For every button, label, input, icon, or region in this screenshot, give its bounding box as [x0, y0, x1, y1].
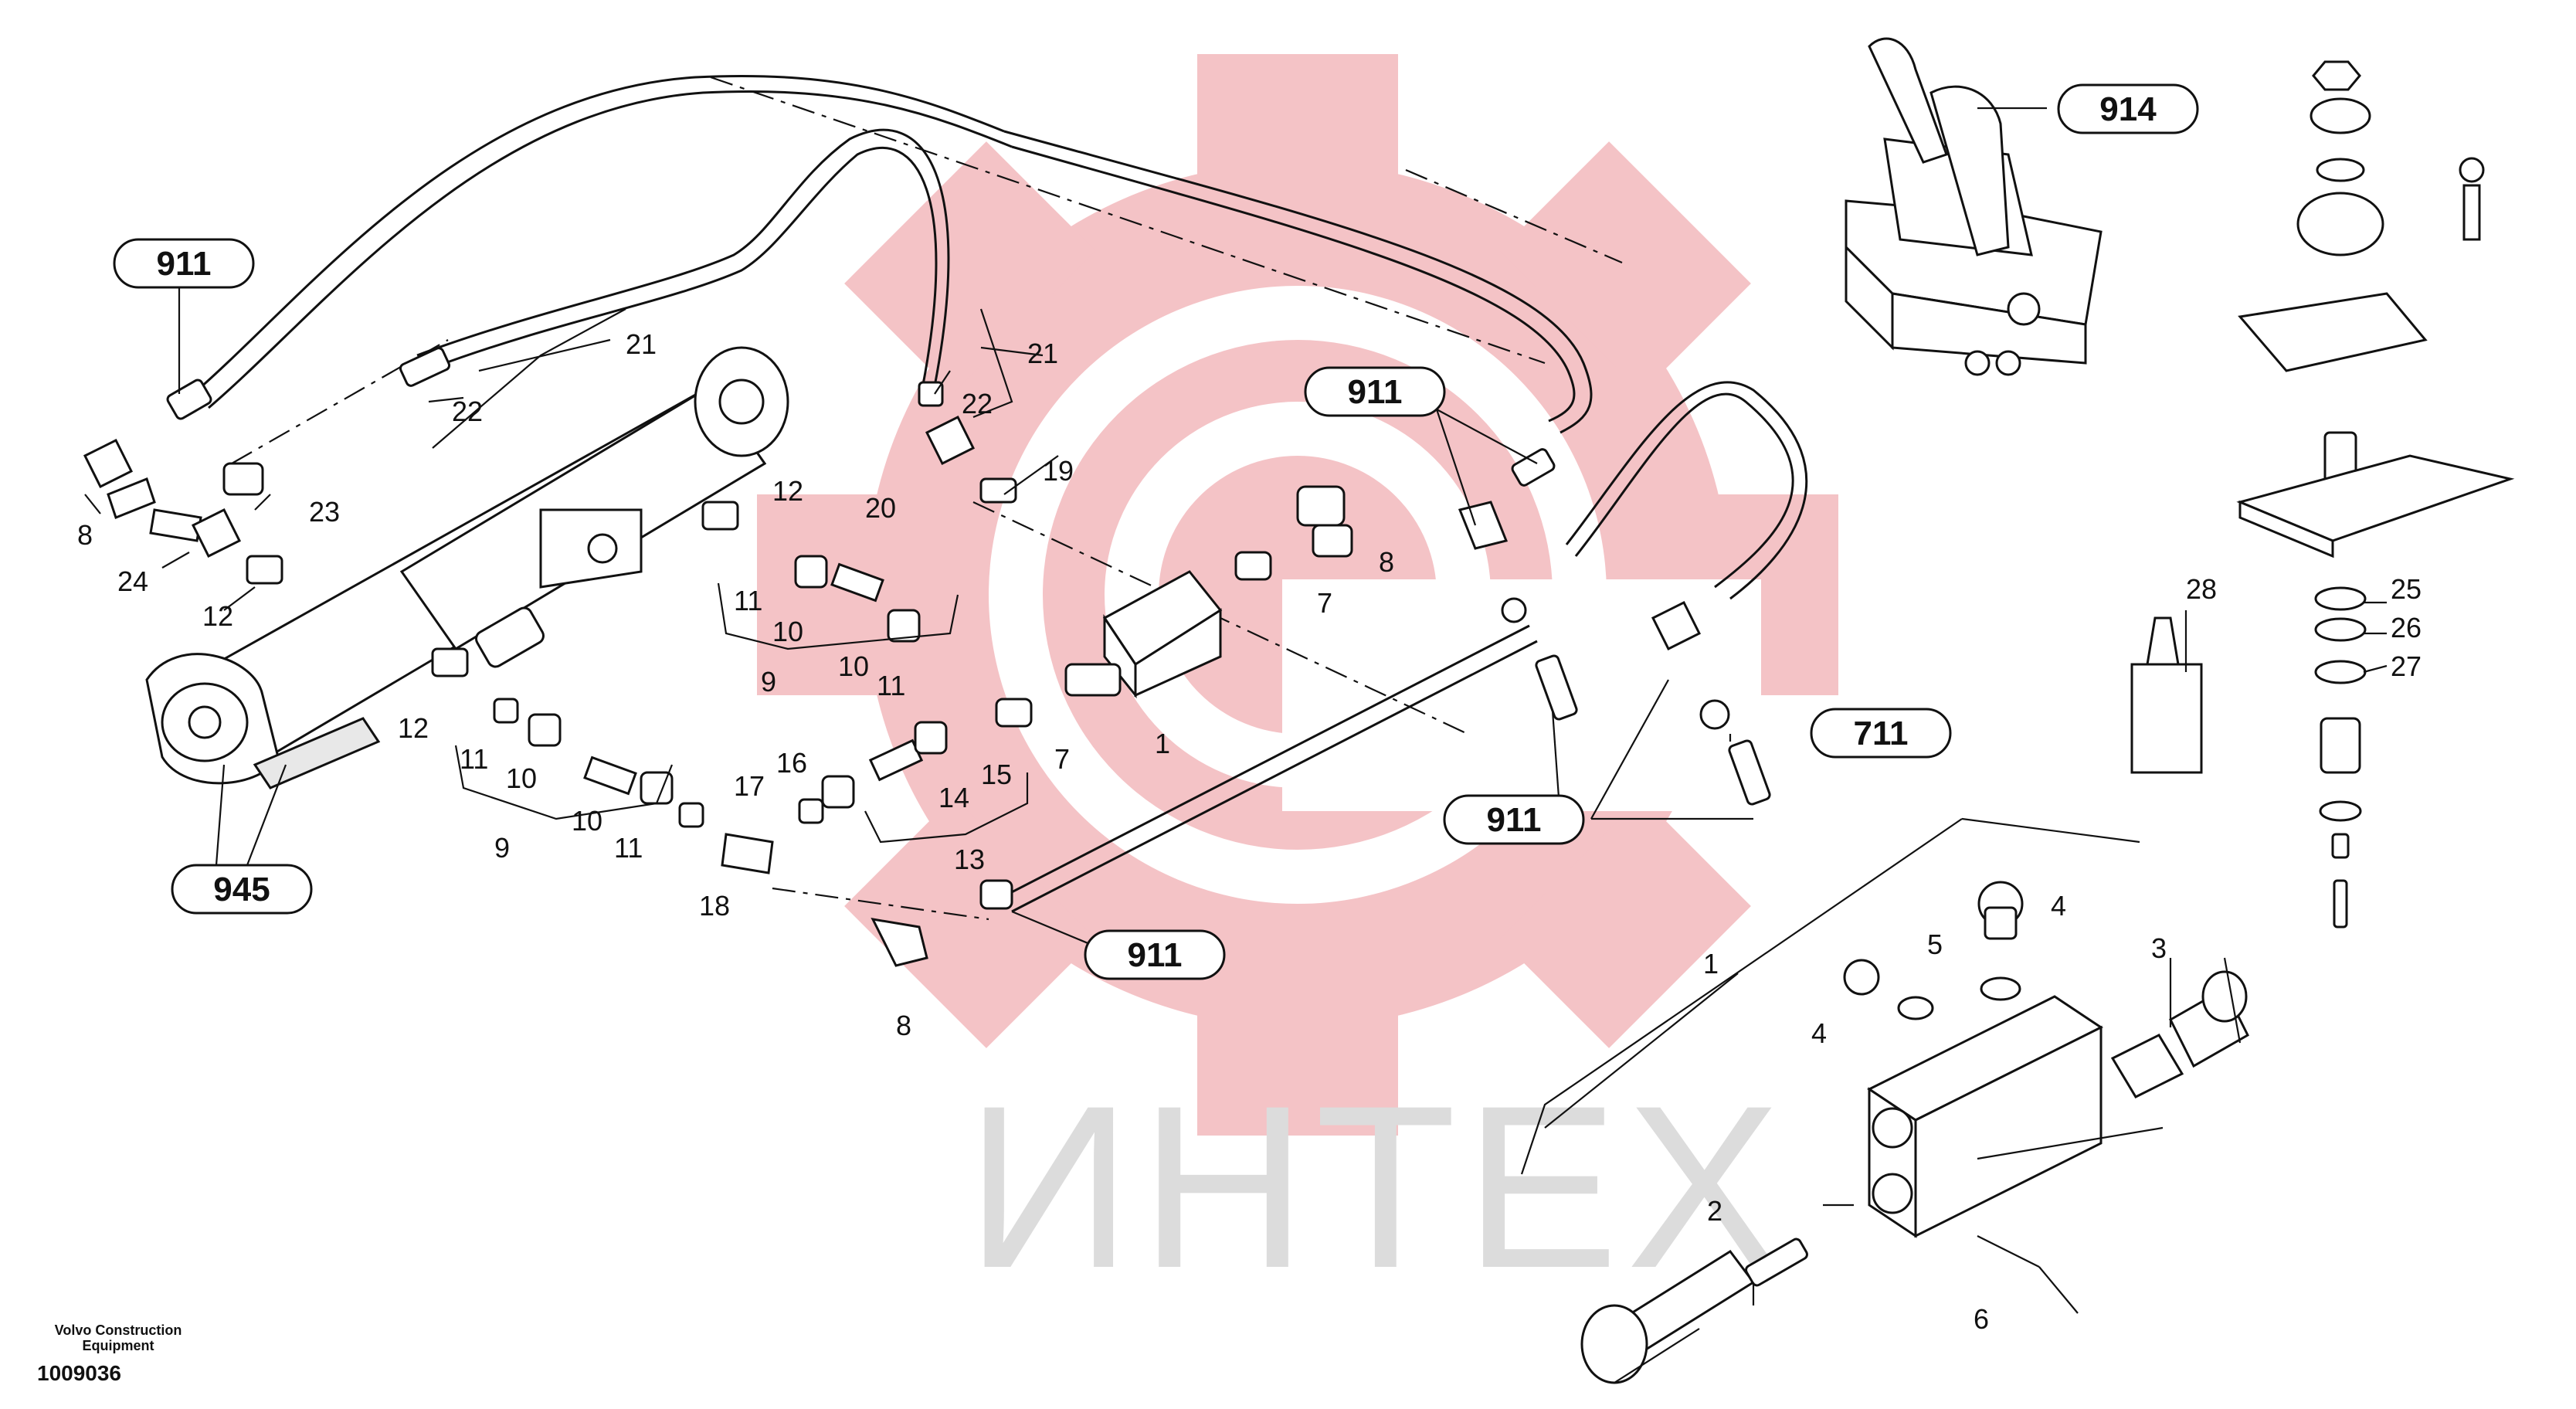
watermark-gear-icon [757, 54, 1838, 1136]
joystick-unit [1845, 37, 2103, 376]
label-8: 8 [77, 519, 93, 551]
label-1: 1 [1155, 728, 1170, 759]
label-20: 20 [865, 492, 896, 524]
label-21: 21 [1027, 338, 1058, 369]
label-22: 22 [452, 396, 483, 427]
fittings-right-hoses [918, 381, 1771, 806]
hose-lower-diagonal [1003, 624, 1538, 913]
label-28: 28 [2186, 573, 2217, 605]
svg-text:914: 914 [2099, 90, 2157, 128]
label-7: 7 [1054, 743, 1070, 775]
label-12: 12 [398, 712, 429, 744]
label-18: 18 [699, 890, 730, 922]
watermark-text: ИНТЕХ [966, 1057, 1789, 1316]
label-5: 5 [1927, 929, 1943, 960]
label-3: 3 [2151, 932, 2167, 964]
label-23: 23 [309, 496, 340, 528]
hose-right-loop [1565, 381, 1808, 600]
label-9: 9 [761, 666, 776, 698]
svg-text:711: 711 [1854, 715, 1909, 752]
label-13: 13 [954, 844, 985, 875]
ref-oval-911-bottom: 911 [1084, 929, 1226, 980]
label-6: 6 [1974, 1303, 1989, 1335]
centerline-4 [772, 887, 989, 921]
label-17: 17 [734, 770, 765, 802]
label-19: 19 [1043, 455, 1074, 487]
label-15: 15 [981, 759, 1012, 790]
label-26: 26 [2391, 612, 2422, 643]
label-27: 27 [2391, 650, 2422, 682]
label-16: 16 [776, 747, 807, 779]
label-21: 21 [626, 328, 657, 360]
label-10: 10 [506, 762, 537, 794]
label-12: 12 [202, 600, 233, 632]
svg-text:911: 911 [1487, 801, 1542, 839]
label-7: 7 [1317, 587, 1332, 619]
ref-oval-911-lower-right: 911 [1443, 794, 1585, 845]
hydraulic-cylinder [145, 346, 789, 789]
hose-middle-loop [416, 128, 950, 387]
svg-text:911: 911 [1348, 373, 1403, 411]
drawing-id: 1009036 [37, 1361, 122, 1385]
centerline-1 [710, 76, 1546, 365]
fittings-left [83, 347, 1013, 967]
label-11: 11 [614, 832, 643, 864]
svg-text:945: 945 [213, 871, 270, 908]
label-11: 11 [734, 585, 762, 616]
grease-tube [2130, 616, 2203, 774]
brackets [432, 308, 2140, 1175]
label-10: 10 [572, 805, 602, 837]
label-1: 1 [1703, 948, 1719, 980]
label-8: 8 [896, 1010, 911, 1041]
ref-oval-911-middle: 911 [1304, 366, 1446, 417]
credit-line-2: Equipment [82, 1338, 154, 1353]
svg-text:911: 911 [1128, 936, 1183, 974]
valve-block-small [995, 485, 1353, 728]
label-14: 14 [938, 782, 969, 813]
leader-lines [84, 107, 2388, 1384]
label-22: 22 [962, 388, 993, 419]
label-9: 9 [494, 832, 510, 864]
hose-upper-left [192, 74, 1593, 434]
ref-oval-711: 711 [1810, 708, 1952, 759]
label-4: 4 [1811, 1017, 1827, 1049]
exploded-stack [2236, 60, 2515, 929]
svg-text:911: 911 [157, 245, 212, 283]
label-12: 12 [772, 475, 803, 507]
label-24: 24 [117, 565, 148, 597]
label-4: 4 [2051, 890, 2066, 922]
valve-block-large [1580, 881, 2249, 1384]
label-11: 11 [460, 743, 488, 775]
label-8: 8 [1379, 546, 1394, 578]
label-2: 2 [1707, 1195, 1722, 1227]
label-10: 10 [772, 616, 803, 647]
ref-oval-914: 914 [2057, 83, 2199, 134]
part-labels: 21 22 23 8 24 12 12 11 10 10 11 9 12 11 … [77, 328, 2422, 1335]
label-25: 25 [2391, 573, 2422, 605]
credit-line-1: Volvo Construction [54, 1322, 182, 1338]
label-11: 11 [877, 670, 905, 701]
ref-oval-945: 945 [171, 864, 313, 915]
centerline-5 [1405, 168, 1623, 264]
ref-oval-911-top-left: 911 [113, 238, 255, 289]
manufacturer-credit: Volvo Construction Equipment 1009036 [37, 1322, 199, 1386]
label-10: 10 [838, 650, 869, 682]
